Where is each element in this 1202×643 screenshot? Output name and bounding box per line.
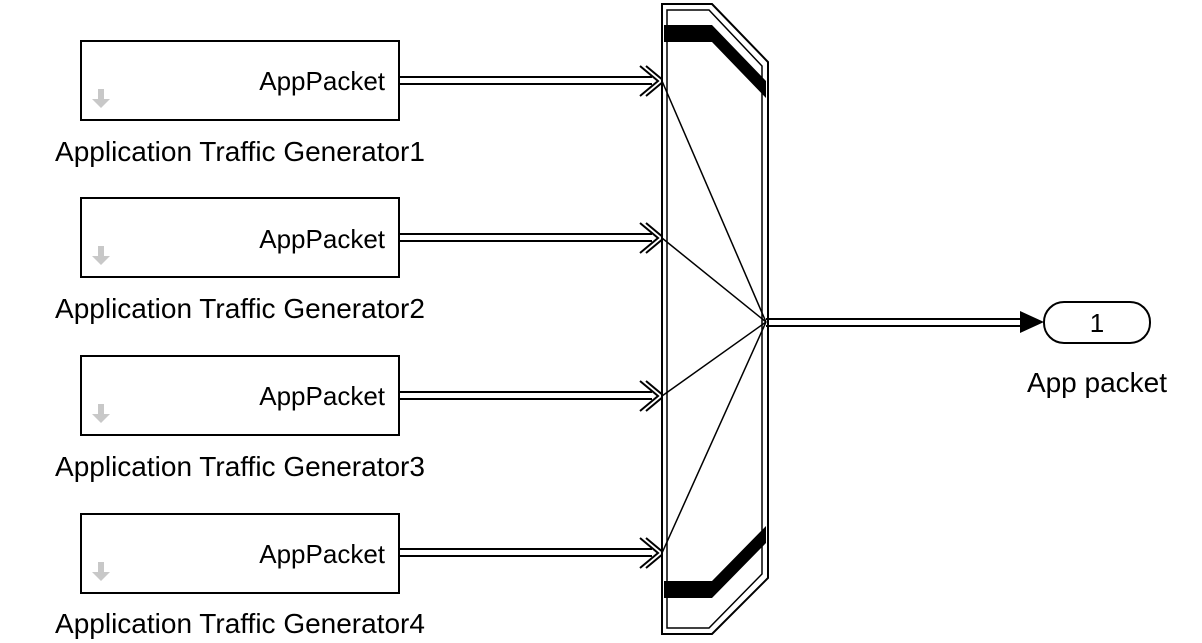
generator-block-2[interactable]: AppPacket <box>80 197 400 278</box>
bus-line-1[interactable] <box>399 65 666 97</box>
bus-fan-lines <box>661 80 767 554</box>
generator-block-4[interactable]: AppPacket <box>80 513 400 594</box>
outport-number: 1 <box>1090 308 1104 338</box>
down-arrow-icon <box>92 404 110 423</box>
down-arrow-icon <box>92 562 110 581</box>
generator-name-3: Application Traffic Generator3 <box>55 451 425 482</box>
down-arrow-icon <box>92 89 110 108</box>
bus-creator-block[interactable] <box>661 3 769 635</box>
outport-name: App packet <box>1027 367 1167 398</box>
generator-block-3[interactable]: AppPacket <box>80 355 400 436</box>
port-label: AppPacket <box>259 381 386 411</box>
bus-line-3[interactable] <box>399 380 666 412</box>
outport-block[interactable]: 1 <box>1043 301 1151 344</box>
port-label: AppPacket <box>259 224 386 254</box>
port-label: AppPacket <box>259 66 386 96</box>
port-label: AppPacket <box>259 539 386 569</box>
generator-name-2: Application Traffic Generator2 <box>55 293 425 324</box>
generator-name-4: Application Traffic Generator4 <box>55 608 425 639</box>
bus-line-2[interactable] <box>399 222 666 254</box>
down-arrow-icon <box>92 246 110 265</box>
output-bus-line[interactable] <box>766 311 1044 333</box>
bus-line-4[interactable] <box>399 537 666 569</box>
generator-block-1[interactable]: AppPacket <box>80 40 400 121</box>
generator-name-1: Application Traffic Generator1 <box>55 136 425 167</box>
